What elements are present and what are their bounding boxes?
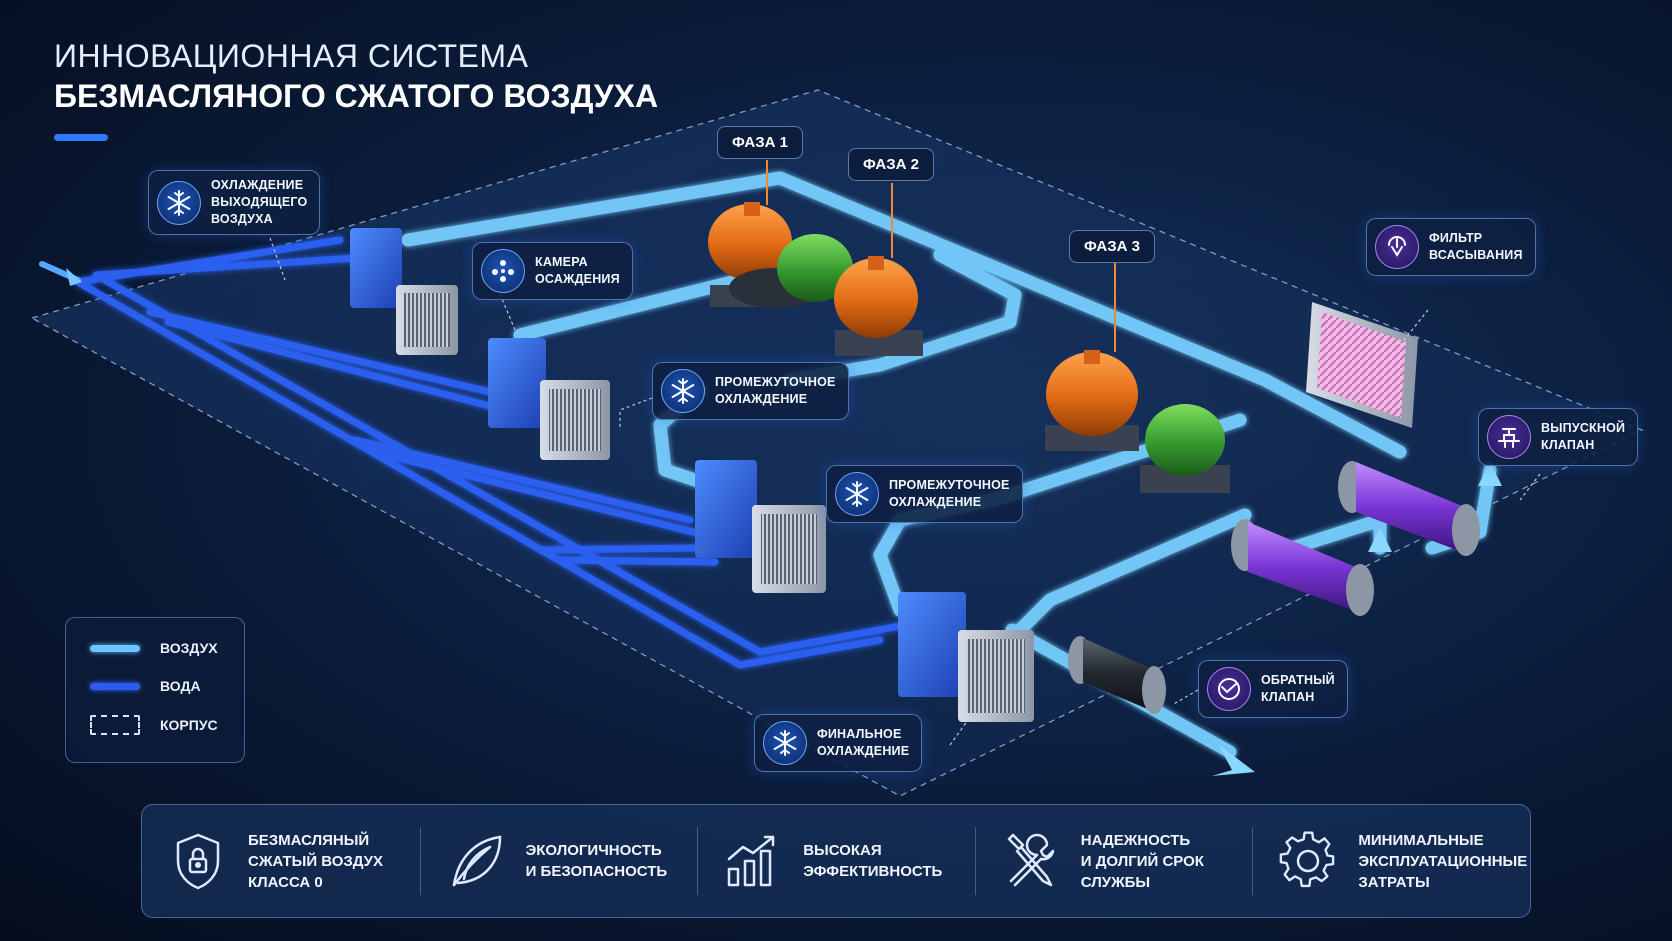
air-swatch [90,644,140,652]
gear-icon [1280,831,1335,888]
particles-icon [481,249,525,293]
legend-air: ВОЗДУХ [90,640,218,656]
water-inlet-arrowhead [66,268,82,286]
air-up-arrowhead-1 [1368,528,1392,552]
phase-1-label: ФАЗА 1 [717,126,804,159]
water-swatch [90,682,140,690]
air-outlet-arrowhead [1212,744,1255,776]
snowflake-icon [661,369,705,413]
phase-leaders [766,160,1116,352]
air-up-arrowhead-2 [1478,462,1502,486]
check-valve-cylinder [1068,636,1166,714]
valve-icon [1487,415,1531,459]
leaf-icon [452,835,501,887]
filter-icon [1375,225,1419,269]
snowflake-icon [763,721,807,765]
water-pipes [74,236,904,669]
title-line-2: БЕЗМАСЛЯНОГО СЖАТОГО ВОЗДУХА [54,78,659,114]
callout-connectors [269,237,1541,746]
legend-housing-label: КОРПУС [160,717,218,733]
phase-2-label: ФАЗА 2 [848,148,935,181]
motor-phase-1 [708,202,853,308]
cooler-unit-2 [488,338,610,460]
housing-swatch [90,715,140,735]
legend-water-label: ВОДА [160,678,201,694]
snowflake-icon [835,472,879,516]
page-title: ИННОВАЦИОННАЯ СИСТЕМА БЕЗМАСЛЯНОГО СЖАТО… [54,36,658,141]
cooler-unit-1 [350,228,458,355]
platform [32,90,1642,796]
motor-phase-3 [1045,350,1230,493]
motor-phase-2 [834,256,923,356]
shield-lock-icon [176,833,220,890]
legend: ВОЗДУХ ВОДА КОРПУС [65,617,245,763]
housing-outline [30,89,1644,797]
phase-3-label: ФАЗА 3 [1069,230,1156,263]
intake-filter [1306,302,1418,428]
legend-air-label: ВОЗДУХ [160,640,218,656]
title-accent-bar [54,134,108,141]
legend-housing: КОРПУС [90,715,218,735]
check-valve-icon [1207,667,1251,711]
cooler-unit-4 [898,592,1034,722]
cooler-unit-3 [695,460,826,593]
tools-icon [1007,833,1055,887]
valve-purple-2 [1338,461,1480,556]
growth-chart-icon [727,835,775,887]
title-line-1: ИННОВАЦИОННАЯ СИСТЕМА [54,38,529,74]
legend-water: ВОДА [90,678,201,694]
valve-purple-1 [1231,519,1374,616]
snowflake-icon [157,180,201,225]
